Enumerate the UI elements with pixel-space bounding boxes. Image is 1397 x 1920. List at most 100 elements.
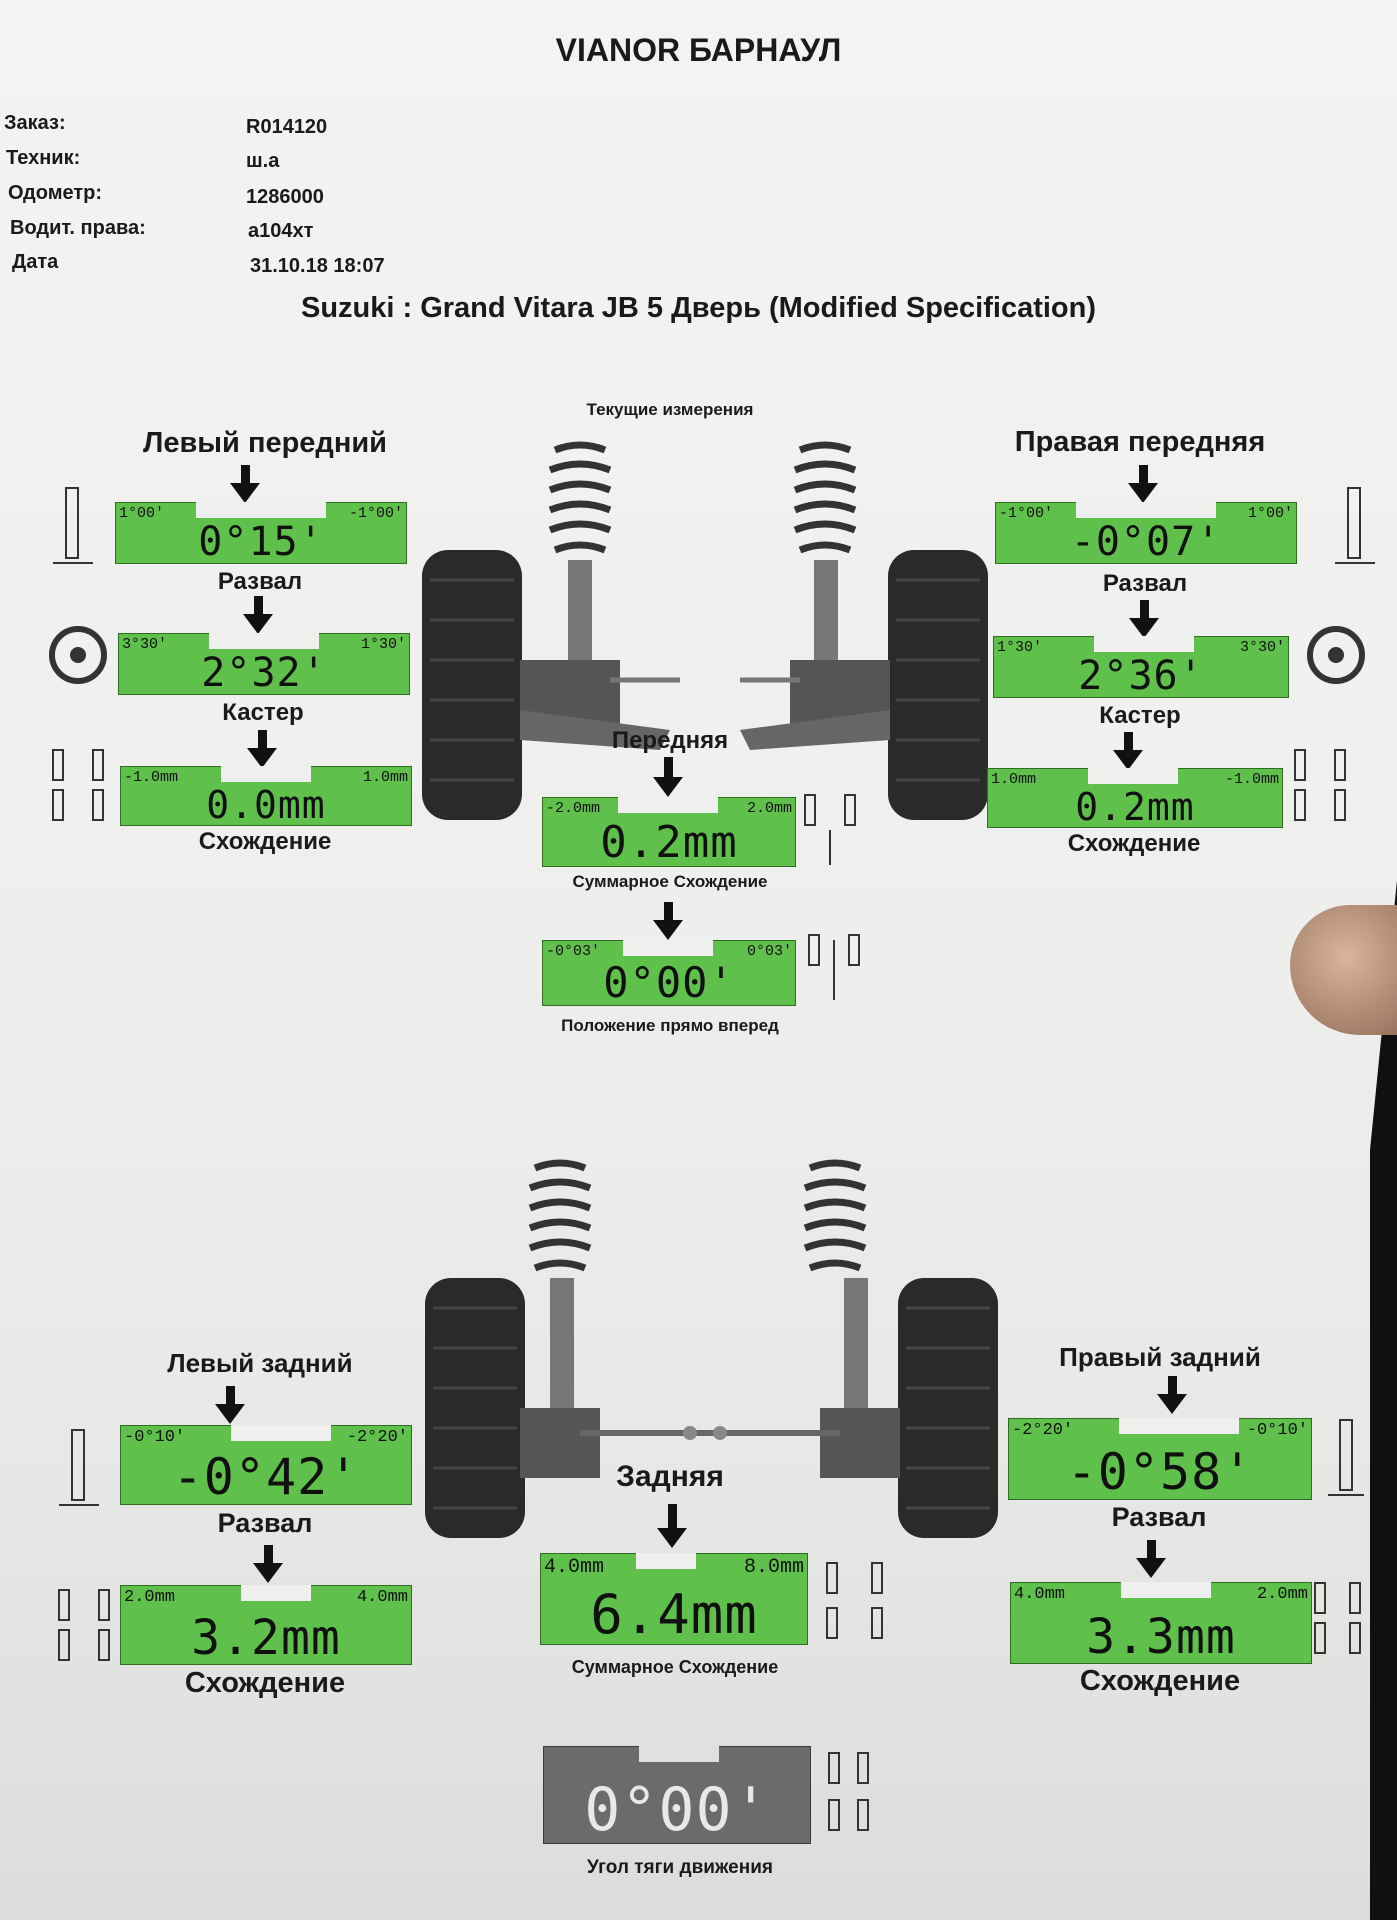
odometer-value: 1286000 bbox=[246, 186, 324, 208]
rear-total-toe-value: 6.4mm bbox=[590, 1583, 758, 1646]
straight-ahead-value: 0°00' bbox=[603, 958, 735, 1007]
straight-ahead-max: 0°03' bbox=[746, 943, 792, 960]
rr-camber-label: Развал bbox=[1111, 1502, 1207, 1532]
thrust-angle-value: 0°00' bbox=[584, 1775, 770, 1845]
rear-toe-diagram-icon bbox=[58, 1589, 110, 1661]
vehicle-name: Suzuki : Grand Vitara JB 5 Дверь (Modifi… bbox=[300, 292, 1097, 324]
order-label: Заказ: bbox=[4, 112, 66, 134]
fl-camber-max: -1°00' bbox=[348, 505, 403, 522]
front-center-title: Передняя bbox=[611, 727, 729, 754]
rear-suspension-illustration bbox=[425, 1159, 998, 1538]
rear-left-title: Левый задний bbox=[167, 1348, 353, 1378]
front-total-toe-value: 0.2mm bbox=[600, 817, 738, 868]
rl-toe-min: 2.0mm bbox=[124, 1588, 176, 1607]
fr-toe-max: -1.0mm bbox=[1224, 771, 1279, 788]
date-value: 31.10.18 18:07 bbox=[250, 255, 385, 277]
fr-toe-label: Схождение bbox=[1067, 830, 1201, 857]
fl-caster-label: Кастер bbox=[222, 699, 304, 726]
rr-camber-max: -0°10' bbox=[1246, 1421, 1308, 1440]
fr-camber-max: 1°00' bbox=[1247, 505, 1293, 522]
straight-ahead-min: -0°03' bbox=[546, 943, 601, 960]
thrust-angle-diagram-icon bbox=[828, 1752, 869, 1831]
fr-caster-label: Кастер bbox=[1099, 702, 1181, 729]
fr-toe-min: 1.0mm bbox=[991, 771, 1037, 788]
fl-camber-min: 1°00' bbox=[119, 505, 165, 522]
fr-camber-value: -0°07' bbox=[1070, 519, 1222, 565]
rl-toe-max: 4.0mm bbox=[356, 1588, 408, 1607]
fl-caster-gauge: 3°30' 1°30' 2°32' bbox=[118, 633, 410, 696]
straight-ahead-diagram-icon bbox=[808, 934, 860, 1000]
fl-toe-max: 1.0mm bbox=[362, 769, 408, 786]
odometer-label: Одометр: bbox=[8, 182, 103, 204]
caster-diagram-icon bbox=[49, 626, 107, 684]
fl-toe-label: Схождение bbox=[198, 828, 332, 855]
rl-camber-label: Развал bbox=[217, 1508, 313, 1538]
front-total-toe-min: -2.0mm bbox=[546, 800, 601, 817]
caster-diagram-right-icon bbox=[1307, 626, 1365, 684]
license-label: Водит. права: bbox=[10, 217, 146, 239]
rr-toe-min: 4.0mm bbox=[1014, 1585, 1066, 1604]
rear-toe-diagram-right-icon bbox=[1314, 1582, 1361, 1654]
rr-toe-value: 3.3mm bbox=[1086, 1609, 1236, 1665]
rear-total-toe-gauge: 4.0mm 8.0mm 6.4mm bbox=[540, 1553, 808, 1646]
rr-toe-max: 2.0mm bbox=[1256, 1585, 1308, 1604]
measurements-subtitle: Текущие измерения bbox=[586, 400, 754, 419]
fr-caster-max: 3°30' bbox=[1239, 639, 1285, 656]
toe-diagram-icon bbox=[52, 749, 104, 821]
fr-camber-min: -1°00' bbox=[999, 505, 1054, 522]
front-left-title: Левый передний bbox=[142, 427, 388, 459]
rr-camber-gauge: -2°20' -0°10' -0°58' bbox=[1008, 1418, 1312, 1501]
straight-ahead-gauge: -0°03' 0°03' 0°00' bbox=[542, 940, 796, 1007]
date-label: Дата bbox=[12, 251, 59, 273]
rear-center-title: Задняя bbox=[616, 1460, 724, 1493]
fl-caster-max: 1°30' bbox=[360, 636, 406, 653]
rl-camber-value: -0°42' bbox=[172, 1448, 360, 1506]
front-right-title: Правая передняя bbox=[1014, 426, 1266, 458]
rear-camber-diagram-icon bbox=[59, 1429, 99, 1506]
rear-total-toe-min: 4.0mm bbox=[544, 1556, 605, 1579]
order-value: R014120 bbox=[246, 116, 328, 138]
fl-camber-gauge: 1°00' -1°00' 0°15' bbox=[115, 502, 407, 565]
rl-camber-max: -2°20' bbox=[346, 1428, 408, 1447]
fl-caster-min: 3°30' bbox=[122, 636, 168, 653]
technician-label: Техник: bbox=[6, 147, 81, 169]
thrust-angle-gauge: 0°00' bbox=[543, 1746, 811, 1845]
front-total-toe-gauge: -2.0mm 2.0mm 0.2mm bbox=[542, 797, 796, 868]
rl-toe-value: 3.2mm bbox=[191, 1610, 341, 1666]
license-value: а104хт bbox=[248, 220, 314, 242]
rear-total-toe-label: Суммарное Схождение bbox=[571, 1657, 779, 1677]
front-total-toe-label: Суммарное Схождение bbox=[572, 872, 768, 891]
camber-diagram-icon bbox=[53, 487, 93, 564]
fr-toe-gauge: 1.0mm -1.0mm 0.2mm bbox=[987, 768, 1283, 829]
fl-toe-value: 0.0mm bbox=[206, 783, 326, 827]
fl-toe-min: -1.0mm bbox=[124, 769, 179, 786]
report-title: VIANOR БАРНАУЛ bbox=[555, 32, 842, 68]
fr-caster-gauge: 1°30' 3°30' 2°36' bbox=[993, 636, 1289, 699]
rr-camber-min: -2°20' bbox=[1012, 1421, 1074, 1440]
fr-toe-value: 0.2mm bbox=[1075, 785, 1195, 829]
thrust-angle-label: Угол тяги движения bbox=[587, 1857, 773, 1878]
rl-toe-label: Схождение bbox=[184, 1667, 346, 1699]
fl-camber-label: Развал bbox=[217, 568, 303, 595]
rear-total-toe-diagram-icon bbox=[826, 1562, 883, 1639]
fr-caster-min: 1°30' bbox=[997, 639, 1043, 656]
rr-camber-value: -0°58' bbox=[1066, 1443, 1254, 1501]
front-suspension-illustration bbox=[422, 441, 988, 820]
front-total-toe-max: 2.0mm bbox=[746, 800, 792, 817]
fl-toe-gauge: -1.0mm 1.0mm 0.0mm bbox=[120, 766, 412, 827]
fr-camber-label: Развал bbox=[1102, 570, 1188, 597]
fr-camber-gauge: -1°00' 1°00' -0°07' bbox=[995, 502, 1297, 565]
rl-toe-gauge: 2.0mm 4.0mm 3.2mm bbox=[120, 1585, 412, 1666]
technician-value: ш.а bbox=[246, 150, 280, 172]
fr-caster-value: 2°36' bbox=[1078, 653, 1204, 699]
rear-camber-diagram-right-icon bbox=[1328, 1419, 1364, 1496]
rear-total-toe-max: 8.0mm bbox=[743, 1556, 804, 1579]
fl-camber-value: 0°15' bbox=[198, 519, 324, 565]
toe-diagram-right-icon bbox=[1294, 749, 1346, 821]
total-toe-diagram-icon bbox=[804, 794, 856, 865]
straight-ahead-label: Положение прямо вперед bbox=[561, 1016, 779, 1035]
rl-camber-min: -0°10' bbox=[124, 1428, 186, 1447]
rr-toe-label: Схождение bbox=[1079, 1665, 1241, 1697]
fl-caster-value: 2°32' bbox=[201, 650, 327, 696]
